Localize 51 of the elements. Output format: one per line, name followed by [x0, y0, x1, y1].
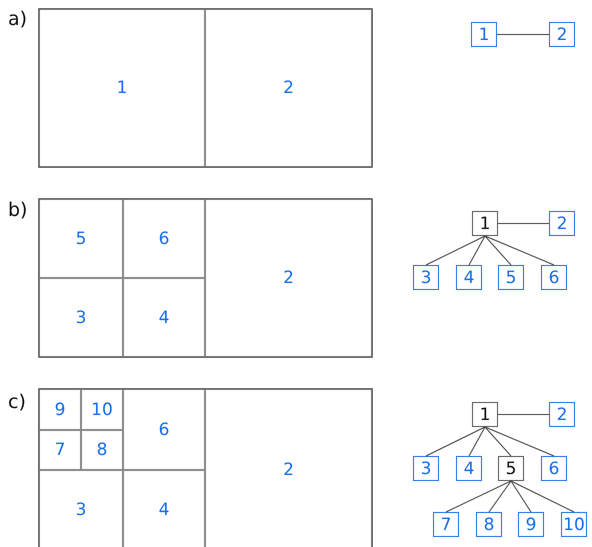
tree-node-box: 6: [541, 265, 567, 290]
panel-label: a): [8, 8, 28, 30]
tree-edge: [446, 480, 512, 512]
panel-label: c): [8, 391, 26, 413]
quadrant-region: 2: [205, 199, 372, 357]
tree-edge: [484, 236, 554, 266]
tree-edge: [468, 426, 486, 456]
tree-edge: [484, 236, 512, 266]
tree-node-box: 5: [498, 456, 524, 481]
quadrant-region: 7: [39, 430, 81, 470]
tree-node-box: 6: [541, 456, 567, 481]
tree-edge: [496, 34, 550, 35]
tree-node-box: 5: [498, 265, 524, 290]
quadrant-region: 2: [205, 9, 372, 167]
quadrant-region: 4: [123, 278, 205, 357]
tree-node-box: 9: [518, 512, 544, 537]
tree-edge: [510, 480, 532, 512]
tree-edge: [468, 236, 486, 266]
quadrant-region: 4: [123, 470, 205, 547]
quadrant-region: 10: [81, 389, 123, 430]
quadrant-region: 5: [39, 199, 123, 278]
tree-edge: [510, 480, 574, 512]
quadrant-region: 6: [123, 389, 205, 470]
tree-edge: [484, 426, 554, 456]
tree-edge: [498, 414, 550, 415]
quadrant-region: 3: [39, 470, 123, 547]
tree-node-box: 8: [476, 512, 502, 537]
tree-node-box: 3: [413, 456, 439, 481]
tree-node-box: 1: [471, 22, 497, 47]
quadrant-region: 1: [39, 9, 205, 167]
tree-node-box: 10: [561, 512, 587, 537]
tree-node-box: 3: [413, 265, 439, 290]
tree-node-box: 2: [549, 402, 575, 427]
quadrant-region: 3: [39, 278, 123, 357]
tree-node-box: 2: [549, 211, 575, 236]
tree-edge: [426, 426, 486, 456]
tree-edge: [488, 480, 512, 512]
tree-node-box: 4: [456, 265, 482, 290]
tree-edge: [426, 236, 486, 266]
quadrant-region: 6: [123, 199, 205, 278]
panel-label: b): [8, 199, 28, 221]
tree-edge: [498, 223, 550, 224]
quadrant-region: 8: [81, 430, 123, 470]
tree-node-box: 1: [472, 402, 498, 427]
tree-node-box: 1: [472, 211, 498, 236]
tree-node-box: 2: [549, 22, 575, 47]
quadrant-region: 9: [39, 389, 81, 430]
tree-node-box: 4: [456, 456, 482, 481]
tree-node-box: 7: [433, 512, 459, 537]
tree-edge: [484, 426, 512, 456]
quadrant-region: 2: [205, 389, 372, 547]
